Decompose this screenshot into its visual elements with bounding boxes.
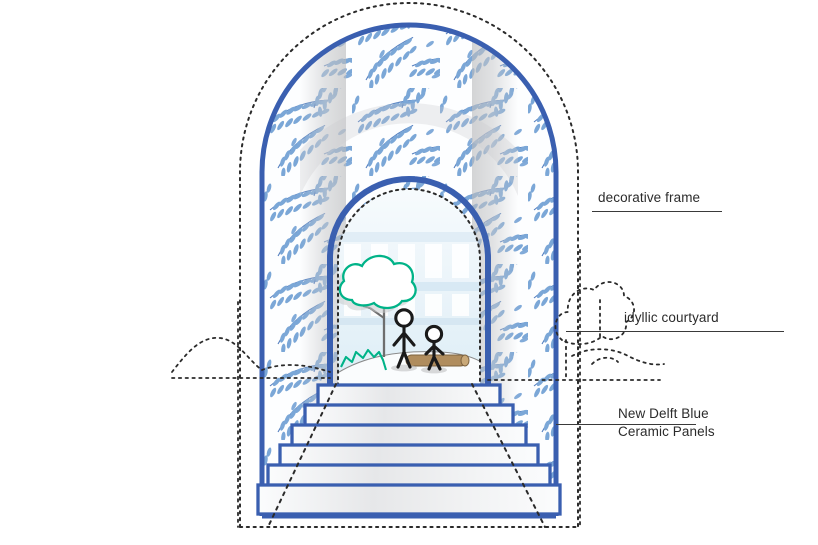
figure-standing bbox=[391, 308, 417, 372]
callout-idyllic-courtyard-leader bbox=[566, 331, 784, 332]
callout-decorative-frame-leader bbox=[592, 211, 722, 212]
callout-decorative-frame-text: decorative frame bbox=[598, 190, 701, 205]
entrance-steps bbox=[256, 383, 562, 516]
outer-dotted-arch bbox=[239, 2, 579, 528]
sightlines bbox=[267, 383, 546, 528]
context-landscape-dotted bbox=[171, 249, 665, 528]
callout-idyllic-courtyard-text: idyllic courtyard bbox=[624, 310, 719, 325]
callout-ceramic-panels-leader bbox=[556, 424, 696, 425]
figure-seated bbox=[421, 324, 447, 374]
courtyard-tree bbox=[338, 254, 417, 357]
callout-ceramic-panels-text-line2: Ceramic Panels bbox=[618, 424, 715, 439]
decorative-arch-frame bbox=[259, 22, 559, 519]
idyllic-courtyard-opening bbox=[327, 176, 491, 393]
callout-ceramic-panels-text-line1: New Delft Blue bbox=[618, 406, 709, 421]
shrub-cluster bbox=[340, 348, 388, 371]
